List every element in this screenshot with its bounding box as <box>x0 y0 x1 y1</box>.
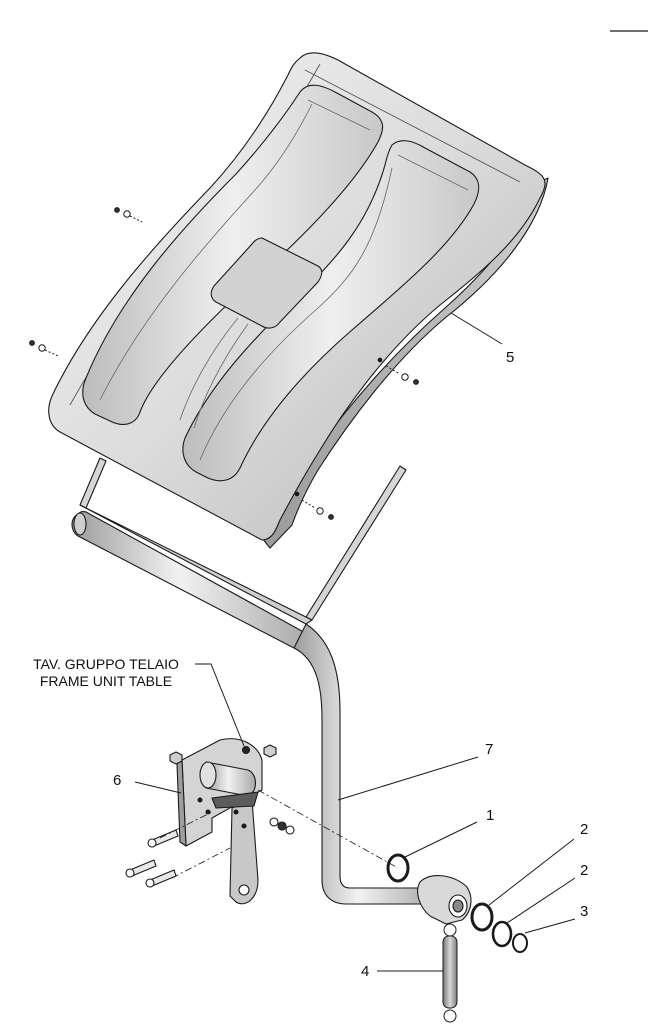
bracket-arm <box>229 799 259 905</box>
frame-pivot-bore-inner <box>452 899 464 913</box>
leader-7 <box>337 756 479 801</box>
shell-screws <box>29 207 419 520</box>
bracket-arm-hole <box>238 884 250 896</box>
screw-icon <box>114 207 143 223</box>
callout-4: 4 <box>361 963 370 980</box>
circlip-item-3 <box>512 933 528 953</box>
assembly-axes <box>159 789 399 879</box>
reference-line-2: FRAME UNIT TABLE <box>39 673 173 689</box>
frame-strap-cross <box>79 504 313 625</box>
leader-2a <box>488 838 575 906</box>
bracket-hole <box>197 797 203 803</box>
reference-note: TAV. GRUPPO TELAIO FRAME UNIT TABLE <box>8 656 204 690</box>
fairing-right-pocket <box>182 140 480 482</box>
washer-item-2a <box>470 902 494 932</box>
leader-6 <box>134 781 182 794</box>
leader-1 <box>404 821 478 858</box>
frame-strap-right <box>305 465 407 621</box>
frame-tube-vertical <box>293 623 437 905</box>
washer-icon <box>277 821 287 831</box>
washer-icon <box>285 825 295 835</box>
nut-icon <box>263 744 277 758</box>
reference-line-1: TAV. GRUPPO TELAIO <box>33 656 179 672</box>
ring-item-1 <box>386 853 410 883</box>
screw-icon <box>385 365 419 385</box>
fairing-hole <box>377 357 383 363</box>
callout-3: 3 <box>580 903 589 920</box>
fairing-center-step <box>210 237 323 329</box>
leader-reference <box>195 663 245 747</box>
frame-tube-end <box>73 512 87 536</box>
fairing-shell-item-5 <box>48 52 549 549</box>
screw-icon <box>29 340 59 357</box>
bracket-cylinder-end <box>199 761 217 789</box>
fairing-center-channel <box>179 317 249 429</box>
fairing-right-pocket-inner <box>199 154 469 461</box>
bracket-hole <box>241 823 247 829</box>
bracket-hole <box>205 809 211 815</box>
leader-lines <box>134 312 576 972</box>
washer-icon <box>269 817 279 827</box>
callout-6: 6 <box>113 772 122 789</box>
bracket-bolt-head <box>241 745 251 755</box>
washer-item-2b <box>491 920 513 948</box>
fairing-hole <box>294 491 300 497</box>
bolt-icon <box>125 859 157 878</box>
leader-2b <box>506 877 576 924</box>
leader-3 <box>524 918 576 934</box>
screw-icon <box>301 499 334 520</box>
frame-tube-item-7 <box>71 457 472 925</box>
nut-icon <box>169 751 183 765</box>
bolt-icon <box>147 829 179 848</box>
bracket-hole <box>233 809 239 815</box>
callout-5: 5 <box>506 349 515 366</box>
spring-item-4 <box>442 923 458 1023</box>
fairing-left-pocket <box>82 84 384 425</box>
callout-7: 7 <box>485 741 494 758</box>
callout-1: 1 <box>486 807 495 824</box>
frame-strap-left <box>79 457 107 509</box>
fairing-left-pocket-inner <box>99 99 371 401</box>
bracket-wedge <box>211 791 259 809</box>
bracket-item-6 <box>125 738 295 905</box>
leader-5 <box>450 312 503 345</box>
callout-2b: 2 <box>580 862 589 879</box>
bolt-icon <box>145 869 177 888</box>
callout-2a: 2 <box>580 821 589 838</box>
